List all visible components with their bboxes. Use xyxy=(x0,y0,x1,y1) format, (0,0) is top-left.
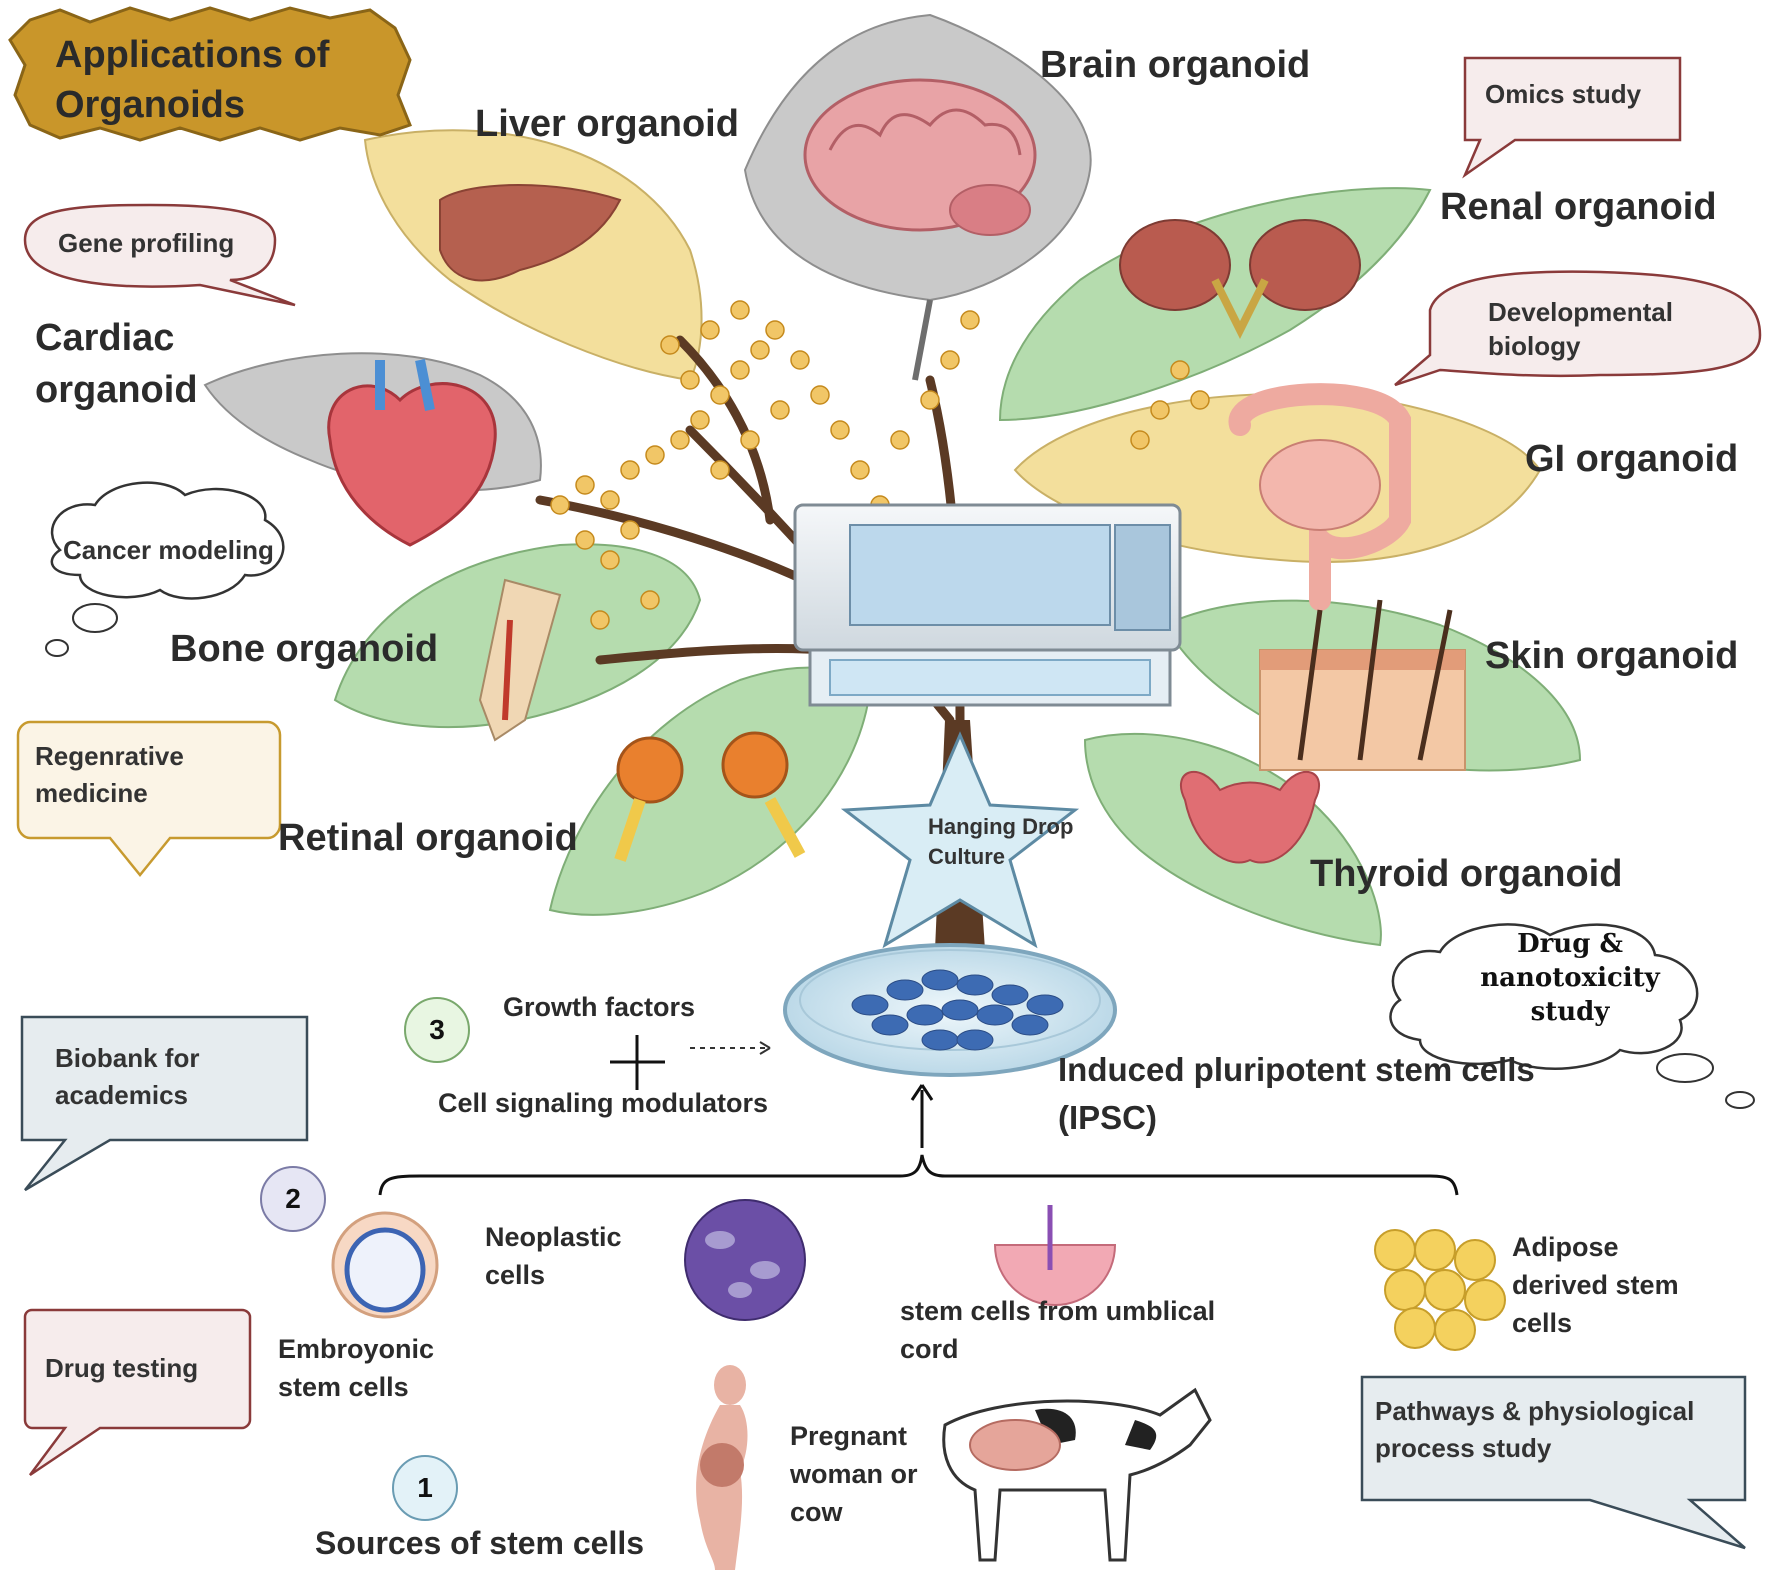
sources-of-stem-cells-label: Sources of stem cells xyxy=(315,1525,645,1561)
neoplastic-cells-text: Neoplastic cells xyxy=(485,1222,622,1290)
umbilical-cord-text: stem cells from umblical cord xyxy=(900,1296,1216,1364)
umbilical-cord-illustration xyxy=(993,1205,1117,1306)
eye-illustration xyxy=(614,731,806,862)
hanging-drop-star xyxy=(840,731,1080,949)
banner-title: Applications of Organoids xyxy=(55,34,330,126)
intestine-illustration xyxy=(1228,383,1411,611)
step-3-badge: 3 xyxy=(404,997,470,1063)
brain-illustration xyxy=(803,78,1037,236)
embryonic-stem-cells-text: Embroyonic stem cells xyxy=(278,1334,435,1402)
bracket xyxy=(378,1154,1459,1196)
cancer-modeling-text: Cancer modeling xyxy=(63,535,274,565)
biobank-text: Biobank for academics xyxy=(55,1043,200,1110)
cancer-cloud-dot xyxy=(72,603,118,633)
embryo-illustration xyxy=(331,1211,439,1319)
bone-illustration xyxy=(478,578,562,742)
developmental-biology-text: Developmental biology xyxy=(1488,297,1673,361)
ipsc-label: Induced pluripotent stem cells (IPSC) xyxy=(1058,1051,1535,1136)
petri-dish-illustration xyxy=(783,943,1117,1077)
brain-leaf-stem xyxy=(912,299,933,381)
banner-shape xyxy=(8,6,412,142)
heart-illustration xyxy=(327,359,497,547)
liver-organoid-label: Liver organoid xyxy=(475,103,739,145)
regenerative-bubble xyxy=(16,720,282,877)
hanging-drop-text: Hanging Drop Culture xyxy=(928,814,1074,869)
thyroid-illustration xyxy=(1179,771,1321,864)
adipose-stem-cells-text: Adipose derived stem cells xyxy=(1512,1232,1679,1338)
drug-nano-cloud xyxy=(1389,923,1699,1070)
liver-illustration xyxy=(439,184,622,282)
skin-illustration xyxy=(1259,599,1466,771)
gene-profiling-bubble xyxy=(23,203,296,307)
cancer-cloud xyxy=(50,481,285,600)
gene-profiling-text: Gene profiling xyxy=(58,228,235,258)
pathways-text: Pathways & physiological process study xyxy=(1375,1396,1695,1463)
bone-organoid-label: Bone organoid xyxy=(170,628,439,670)
retinal-organoid-label: Retinal organoid xyxy=(278,817,578,859)
growth-factors-text: Growth factors xyxy=(503,992,696,1022)
skin-organoid-label: Skin organoid xyxy=(1485,635,1739,677)
regenerative-medicine-text: Regenrative medicine xyxy=(35,741,184,808)
omics-bubble xyxy=(1462,56,1682,179)
cell-signaling-modulators-text: Cell signaling modulators xyxy=(438,1088,769,1118)
gi-organoid-label: GI organoid xyxy=(1525,438,1739,480)
renal-organoid-label: Renal organoid xyxy=(1440,186,1717,228)
kidney-illustration xyxy=(1119,219,1361,339)
cardiac-organoid-label: Cardiac organoid xyxy=(35,317,198,411)
cow-illustration xyxy=(942,1387,1212,1562)
drug-testing-bubble xyxy=(23,1308,252,1477)
pregnant-woman-or-cow-text: Pregnant woman or cow xyxy=(790,1421,918,1527)
omics-study-text: Omics study xyxy=(1485,79,1642,109)
drug-nano-cloud-dot xyxy=(1656,1053,1714,1083)
pathways-bubble xyxy=(1360,1375,1747,1550)
adipose-cells-illustration xyxy=(1374,1229,1506,1351)
pregnant-woman-illustration xyxy=(696,1365,748,1570)
drug-nanotoxicity-text: Drug & nanotoxicity study xyxy=(1480,929,1660,1027)
plus-sign xyxy=(610,1035,665,1090)
brain-organoid-label: Brain organoid xyxy=(1040,44,1311,86)
developmental-bubble xyxy=(1394,270,1762,387)
neoplastic-cells-illustration xyxy=(684,1199,806,1321)
drug-testing-text: Drug testing xyxy=(45,1353,199,1383)
step-2-badge: 2 xyxy=(260,1166,326,1232)
biobank-bubble xyxy=(20,1015,309,1192)
blossom-cluster xyxy=(550,300,1210,630)
bioprinter-illustration xyxy=(793,503,1182,707)
thyroid-organoid-label: Thyroid organoid xyxy=(1310,853,1623,895)
step-1-badge: 1 xyxy=(392,1455,458,1521)
